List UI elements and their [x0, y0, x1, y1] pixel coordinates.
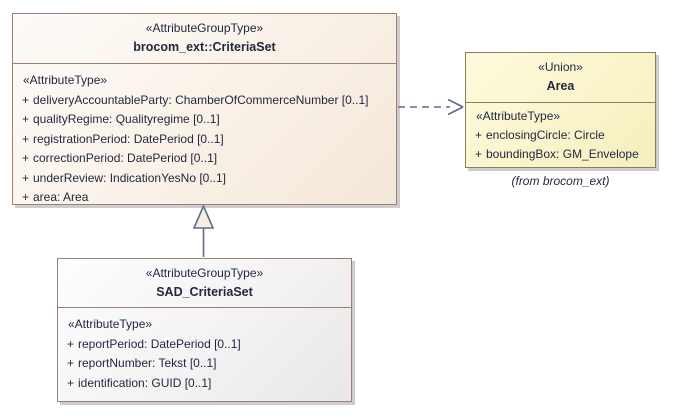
visibility-marker: +: [475, 147, 483, 161]
class-name: Area: [546, 79, 575, 93]
visibility-marker: +: [22, 170, 30, 185]
attribute-row: + boundingBox: GM_Envelope: [466, 145, 655, 164]
attribute-text: underReview: IndicationYesNo [0..1]: [33, 170, 227, 185]
compartment-label: «AttributeType»: [68, 317, 153, 331]
attribute-row: + identification: GUID [0..1]: [58, 374, 351, 394]
attribute-text: qualityRegime: Qualityregime [0..1]: [33, 112, 220, 126]
class-header: «Union» Area: [466, 53, 655, 103]
attribute-row: + qualityRegime: Qualityregime [0..1]: [13, 110, 396, 130]
class-box-sad-criteriaset[interactable]: «AttributeGroupType» SAD_CriteriaSet «At…: [57, 258, 352, 402]
class-header: «AttributeGroupType» SAD_CriteriaSet: [58, 259, 351, 308]
attributes-compartment: «AttributeType» + enclosingCircle: Circl…: [466, 103, 655, 164]
attribute-text: reportNumber: Tekst [0..1]: [78, 356, 217, 370]
attribute-row: + area: Area: [13, 188, 396, 208]
visibility-marker: +: [67, 336, 75, 351]
attribute-text: reportPeriod: DatePeriod [0..1]: [78, 336, 241, 351]
class-box-criteriaset[interactable]: «AttributeGroupType» brocom_ext::Criteri…: [12, 13, 397, 205]
attribute-text: identification: GUID [0..1]: [78, 375, 212, 390]
class-box-area[interactable]: «Union» Area «AttributeType» + enclosing…: [465, 52, 656, 168]
attribute-row: + reportNumber: Tekst [0..1]: [58, 354, 351, 374]
dependency-connector[interactable]: [398, 98, 464, 116]
visibility-marker: +: [22, 112, 30, 126]
attribute-row: + underReview: IndicationYesNo [0..1]: [13, 169, 396, 189]
attribute-row: + correctionPeriod: DatePeriod [0..1]: [13, 149, 396, 169]
attribute-text: correctionPeriod: DatePeriod [0..1]: [33, 151, 218, 165]
class-stereotype: «Union»: [538, 60, 583, 74]
attribute-text: enclosingCircle: Circle: [486, 128, 605, 142]
attribute-text: registrationPeriod: DatePeriod [0..1]: [33, 131, 224, 146]
attributes-compartment: «AttributeType» + reportPeriod: DatePeri…: [58, 308, 351, 393]
attributes-compartment: «AttributeType» + deliveryAccountablePar…: [13, 64, 396, 208]
attribute-text: deliveryAccountableParty: ChamberOfComme…: [33, 92, 369, 107]
class-name: brocom_ext::CriteriaSet: [133, 40, 276, 54]
attribute-text: area: Area: [33, 190, 89, 204]
class-name: SAD_CriteriaSet: [156, 285, 253, 299]
visibility-marker: +: [67, 375, 75, 390]
compartment-label: «AttributeType»: [476, 109, 561, 123]
attribute-row: + registrationPeriod: DatePeriod [0..1]: [13, 130, 396, 150]
visibility-marker: +: [22, 151, 30, 165]
generalization-triangle-icon: [192, 203, 215, 229]
visibility-marker: +: [22, 92, 30, 107]
attribute-row: + deliveryAccountableParty: ChamberOfCom…: [13, 91, 396, 111]
generalization-connector[interactable]: [192, 203, 215, 257]
package-origin-caption: (from brocom_ext): [511, 174, 610, 188]
visibility-marker: +: [22, 190, 30, 204]
compartment-label: «AttributeType»: [23, 73, 108, 87]
class-stereotype: «AttributeGroupType»: [145, 266, 264, 280]
visibility-marker: +: [475, 128, 483, 142]
visibility-marker: +: [22, 131, 30, 146]
attribute-text: boundingBox: GM_Envelope: [486, 147, 639, 161]
attribute-row: + reportPeriod: DatePeriod [0..1]: [58, 335, 351, 355]
visibility-marker: +: [67, 356, 75, 370]
attribute-row: + enclosingCircle: Circle: [466, 126, 655, 145]
dependency-arrowhead-icon: [447, 98, 464, 116]
class-header: «AttributeGroupType» brocom_ext::Criteri…: [13, 14, 396, 64]
class-stereotype: «AttributeGroupType»: [145, 21, 264, 35]
